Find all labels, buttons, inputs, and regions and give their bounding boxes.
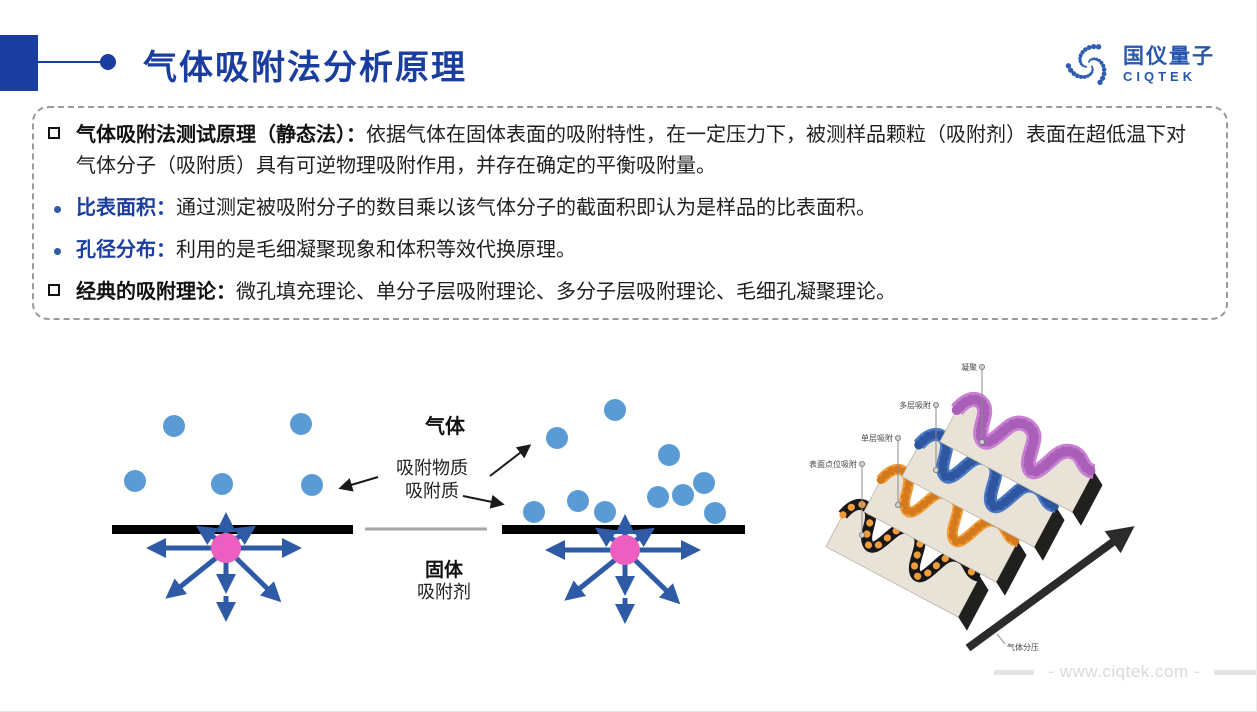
gas-partial-pressure-arrow <box>965 526 1135 652</box>
callout-multilayer: 多层吸附 <box>899 400 940 473</box>
principle-info-box: 气体吸附法测试原理（静态法）：依据气体在固体表面的吸附特性，在一定压力下，被测样… <box>32 106 1228 320</box>
ciqtek-logo: 国仪量子 CIQTEK <box>1063 34 1253 96</box>
square-bullet-icon <box>48 284 60 296</box>
callout-monolayer: 单层吸附 <box>861 433 902 508</box>
adsorption-schematic-diagram: 气体 吸附物质 吸附质 固体 吸附剂 <box>112 399 745 624</box>
logo-text-en: CIQTEK <box>1123 69 1197 84</box>
callout-condensation: 凝聚 <box>961 362 986 445</box>
callout-surface-site: 表面点位吸附 <box>809 459 866 539</box>
adsorption-layers-3d-diagram: 表面点位吸附 单层吸附 多层吸附 凝聚 气体分压 <box>809 362 1135 652</box>
solid-surface-bar-left <box>112 525 353 534</box>
annotation-arrows <box>338 444 532 509</box>
title-accent-square <box>0 35 38 91</box>
bullet-classic-theories: 经典的吸附理论：微孔填充理论、单分子层吸附理论、多分子层吸附理论、毛细孔凝聚理论… <box>48 277 1200 308</box>
slab-condensation <box>939 391 1103 526</box>
surface-site-label: 表面点位吸附 <box>809 459 857 469</box>
footer: - www.ciqtek.com - <box>994 662 1256 682</box>
adsorption-arrows-right <box>545 514 701 624</box>
bullet-label: 孔径分布： <box>76 239 176 261</box>
monolayer-label: 单层吸附 <box>861 433 893 443</box>
title-bullet-dot-icon <box>100 54 116 70</box>
footer-url: - www.ciqtek.com - <box>1048 662 1200 681</box>
solid-label: 固体 <box>425 558 464 581</box>
page-title: 气体吸附法分析原理 <box>143 49 467 87</box>
gas-molecules <box>124 399 726 524</box>
bullet-specific-surface-area: 比表面积：通过测定被吸附分子的数目乘以该气体分子的截面积即认为是样品的比表面积。 <box>48 193 1200 224</box>
adsorbate-label-line1: 吸附物质 <box>396 458 468 478</box>
adsorbent-molecule-right <box>610 535 640 565</box>
bullet-text: 微孔填充理论、单分子层吸附理论、多分子层吸附理论、毛细孔凝聚理论。 <box>236 281 896 303</box>
bullet-label: 比表面积： <box>76 197 176 219</box>
footer-dash-left <box>994 669 1035 675</box>
adsorbent-label: 吸附剂 <box>417 582 471 602</box>
dot-bullet-icon <box>54 206 61 213</box>
bullet-test-principle: 气体吸附法测试原理（静态法）：依据气体在固体表面的吸附特性，在一定压力下，被测样… <box>48 120 1200 182</box>
bullet-label: 气体吸附法测试原理（静态法）： <box>76 124 366 146</box>
footer-dash-right <box>1214 669 1256 675</box>
title-accent-line <box>38 61 102 63</box>
logo-swirl-icon <box>1065 43 1107 86</box>
bullet-text: 依据气体在固体表面的吸附特性，在一定压力下，被测样品颗粒（吸附剂）表面在超低温下… <box>76 124 1186 177</box>
adsorbent-molecule-left <box>211 533 241 563</box>
adsorption-arrows-left <box>146 512 302 622</box>
bullet-label: 经典的吸附理论： <box>76 281 236 303</box>
square-bullet-icon <box>48 127 60 139</box>
dot-bullet-icon <box>54 248 61 255</box>
bullet-text: 利用的是毛细凝聚现象和体积等效代换原理。 <box>176 239 576 261</box>
condensation-label: 凝聚 <box>961 362 977 372</box>
logo-text-cn: 国仪量子 <box>1123 45 1215 68</box>
bullet-text: 通过测定被吸附分子的数目乘以该气体分子的截面积即认为是样品的比表面积。 <box>176 197 876 219</box>
multilayer-label: 多层吸附 <box>899 400 931 410</box>
adsorbate-label-line2: 吸附质 <box>405 481 459 501</box>
bullet-pore-size-distribution: 孔径分布：利用的是毛细凝聚现象和体积等效代换原理。 <box>48 235 1200 266</box>
pressure-label: 气体分压 <box>1007 642 1039 652</box>
gas-label: 气体 <box>424 414 466 438</box>
